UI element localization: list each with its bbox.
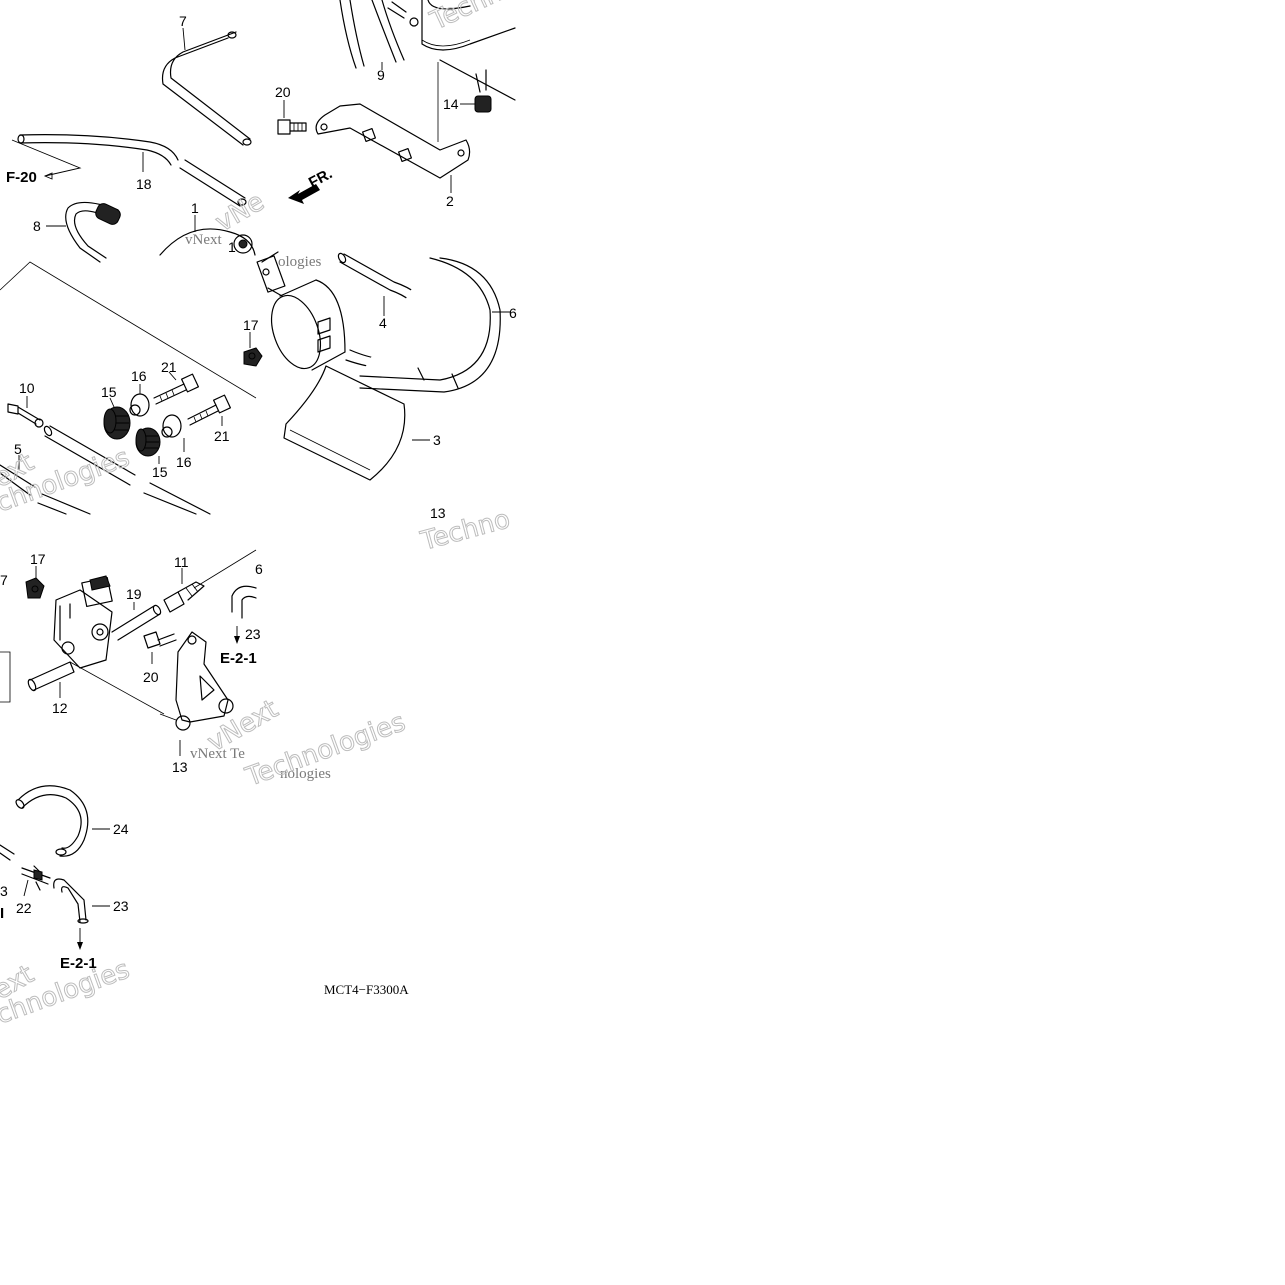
svg-text:16: 16 [176, 454, 192, 470]
svg-text:4: 4 [379, 315, 387, 331]
svg-text:24: 24 [113, 821, 129, 837]
svg-text:ologies: ologies [278, 254, 321, 270]
bolt-10 [7, 403, 41, 425]
hose-6 [359, 257, 501, 393]
solenoid-valve [53, 575, 113, 669]
svg-text:3: 3 [433, 432, 441, 448]
svg-text:7: 7 [0, 572, 8, 588]
bolt-20-lower [143, 631, 177, 649]
svg-text:vNext: vNext [185, 232, 222, 248]
svg-text:10: 10 [19, 380, 35, 396]
svg-text:Technologies: Technologies [425, 0, 590, 37]
hose-23 [53, 878, 87, 923]
svg-text:22: 22 [16, 900, 32, 916]
hose-short [179, 159, 246, 207]
svg-text:6: 6 [255, 561, 263, 577]
svg-text:nologies: nologies [280, 766, 331, 782]
bracket-2 [315, 103, 471, 179]
svg-text:13: 13 [430, 505, 446, 521]
grommet-15a [103, 406, 131, 440]
joint-12 [29, 661, 75, 691]
ref-f20: F-20 [6, 169, 37, 186]
ref-e21-lower: E-2-1 [60, 955, 97, 972]
hose-24 [17, 785, 89, 857]
svg-text:20: 20 [143, 669, 159, 685]
hose-19 [111, 605, 161, 641]
panel-hose-routing: F-20 7 18 8 1 vNext vNe [6, 13, 270, 263]
svg-text:6: 6 [509, 305, 517, 321]
panel-solenoid-valve: E-2-1 17 11 6 7 19 23 20 12 13 vNext Te … [0, 549, 410, 793]
svg-text:18: 18 [136, 176, 152, 192]
bracket-13 [175, 631, 229, 723]
svg-text:17: 17 [243, 317, 259, 333]
svg-text:13: 13 [172, 759, 188, 775]
svg-text:23: 23 [245, 626, 261, 642]
panel-canister-bracket: FR. 9 20 14 2 Technologies [275, 0, 591, 209]
part-1-body [159, 228, 256, 256]
hose-7 [161, 31, 251, 146]
svg-text:15: 15 [152, 464, 168, 480]
svg-text:20: 20 [275, 84, 291, 100]
svg-text:16: 16 [131, 368, 147, 384]
svg-text:19: 19 [126, 586, 142, 602]
collar-16b [162, 414, 182, 438]
svg-text:11: 11 [174, 554, 189, 570]
canister-top [421, 0, 516, 51]
svg-text:21: 21 [214, 428, 230, 444]
svg-text:23: 23 [113, 898, 129, 914]
panel-tee-hoses: E-2-1 24 3 I 22 23 ext chnologies [0, 785, 134, 1031]
bolt-21a [153, 383, 187, 405]
tray-3 [283, 365, 406, 481]
svg-text:12: 12 [52, 700, 68, 716]
grommet-14 [474, 95, 492, 113]
bolt-21b [187, 404, 219, 426]
fitting-11 [163, 581, 205, 613]
ref-e21-upper: E-2-1 [220, 650, 257, 667]
svg-text:I: I [0, 905, 4, 922]
svg-text:1: 1 [191, 200, 199, 216]
panel-canister-hoses: 4 6 17 3 1 ologies Techno 13 [228, 239, 517, 558]
svg-text:3: 3 [0, 883, 8, 899]
svg-text:21: 21 [161, 359, 177, 375]
svg-text:17: 17 [30, 551, 46, 567]
svg-text:vNe: vNe [211, 187, 270, 238]
hose-6-lower [231, 585, 257, 619]
hose-9 [339, 0, 365, 69]
svg-text:9: 9 [377, 67, 385, 83]
svg-text:8: 8 [33, 218, 41, 234]
svg-text:vNext Te: vNext Te [190, 746, 245, 762]
hose-18 [19, 134, 179, 166]
svg-text:5: 5 [14, 441, 22, 457]
canister [256, 251, 346, 371]
svg-text:2: 2 [446, 193, 454, 209]
drawing-code: MCT4−F3300A [324, 982, 409, 997]
svg-text:15: 15 [101, 384, 117, 400]
svg-text:1: 1 [228, 239, 236, 255]
svg-text:14: 14 [443, 96, 459, 112]
svg-text:7: 7 [179, 13, 187, 29]
grommet-15b [135, 427, 161, 457]
panel-valve-assembly: 10 21 16 15 5 15 16 21 ext chnologies [0, 261, 257, 519]
fr-arrow [288, 184, 320, 204]
